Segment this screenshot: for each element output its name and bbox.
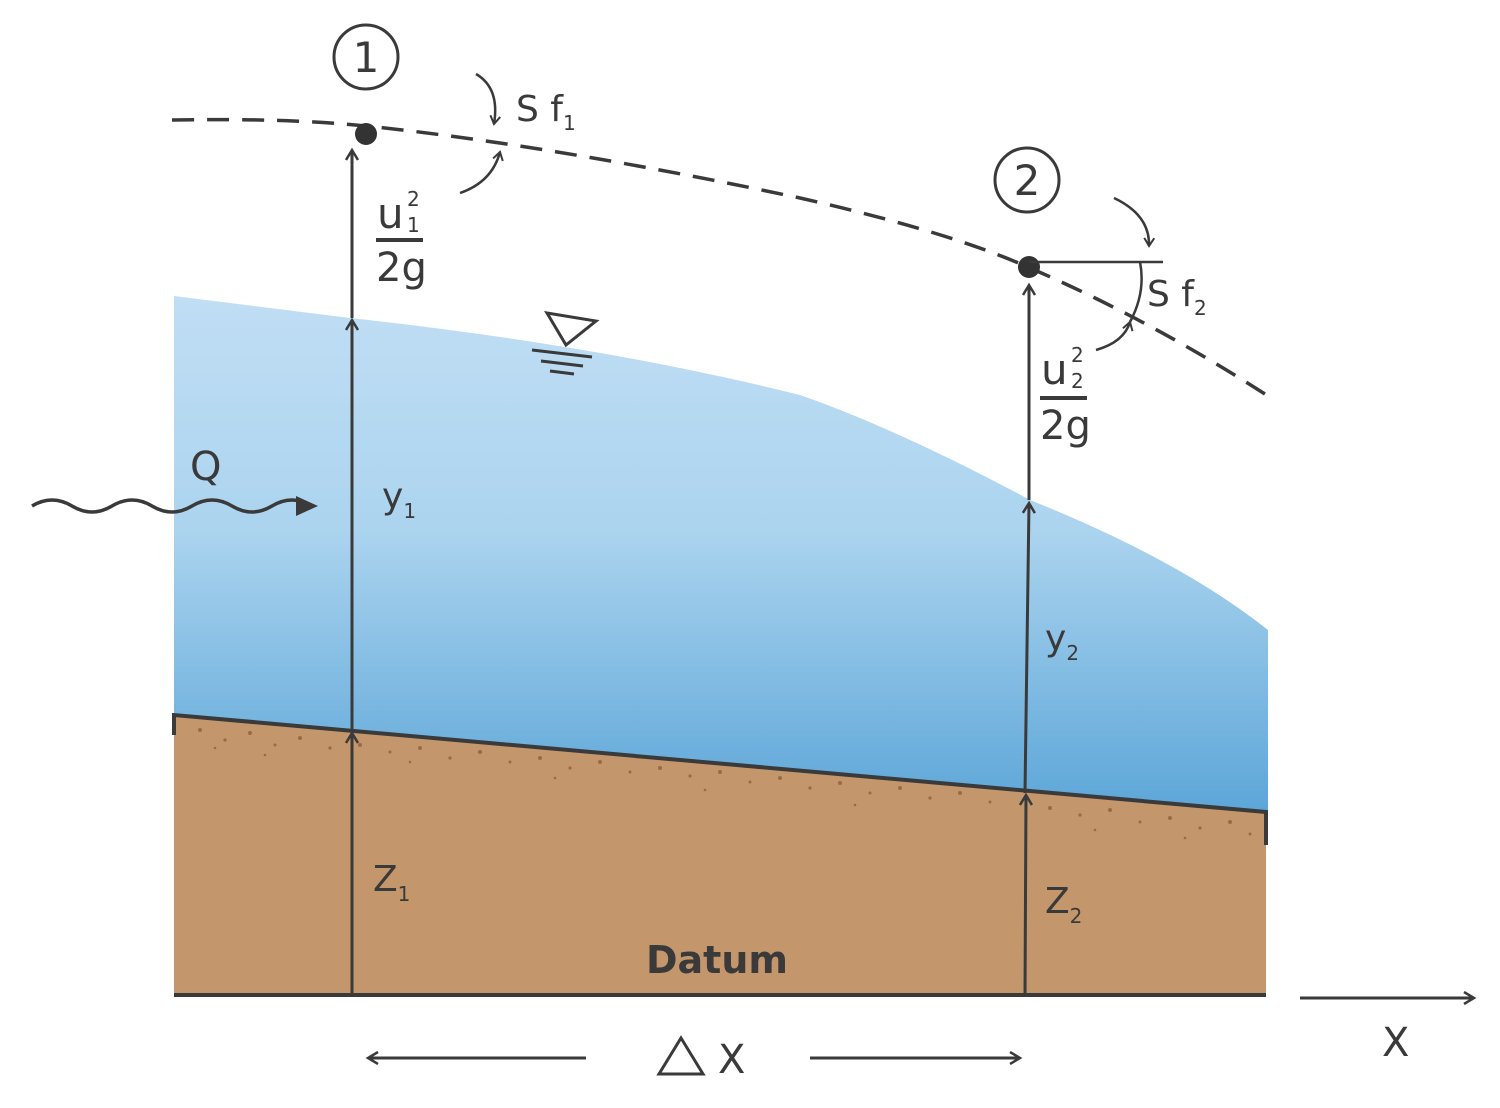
soil-bed xyxy=(174,715,1266,995)
velocity-head-1-sub: 1 xyxy=(407,213,420,237)
sf2-curved-arrow-top xyxy=(1113,196,1156,248)
sf1-curved-arrow-top xyxy=(475,72,501,126)
energy-point-2 xyxy=(1018,256,1040,278)
velocity-head-2-sub: 2 xyxy=(1071,369,1084,393)
sf1-label: S f1 xyxy=(516,89,576,135)
energy-point-1 xyxy=(355,123,377,145)
section-2-circle xyxy=(993,146,1061,214)
delta-x-label: X xyxy=(718,1037,745,1083)
sf1-curved-arrow-bottom xyxy=(459,150,504,195)
velocity-head-1-numerator: u xyxy=(377,189,404,238)
z1-label: Z1 xyxy=(373,859,410,906)
sf2-curved-arrow-bottom xyxy=(1095,320,1134,352)
y2-arrow xyxy=(1025,503,1029,794)
water-surface-symbol xyxy=(531,311,600,376)
velocity-head-1-denominator: 2g xyxy=(376,245,427,291)
flow-label: Q xyxy=(190,444,221,490)
channel-bed-line xyxy=(172,712,1268,845)
flow-arrowhead xyxy=(296,496,318,516)
y2-label: y2 xyxy=(1045,618,1079,665)
section-2-number: 2 xyxy=(1014,156,1041,205)
flow-wavy-arrow xyxy=(31,498,313,514)
y1-label: y1 xyxy=(382,476,416,523)
sf2-arc xyxy=(1128,261,1143,323)
energy-grade-line xyxy=(171,117,1269,398)
soil-texture xyxy=(198,728,1252,840)
delta-symbol xyxy=(656,1035,706,1076)
velocity-head-1-sup: 2 xyxy=(407,187,420,211)
x-axis-label: X xyxy=(1382,1020,1409,1066)
section-1-circle xyxy=(332,23,400,91)
z2-label: Z2 xyxy=(1045,881,1082,928)
sf2-label: S f2 xyxy=(1147,274,1207,320)
section-1-number: 1 xyxy=(353,33,380,82)
z2-arrow xyxy=(1025,795,1026,996)
velocity-head-2-sup: 2 xyxy=(1071,343,1084,367)
velocity-head-2-numerator: u xyxy=(1041,345,1068,394)
velocity-head-2-denominator: 2g xyxy=(1040,403,1091,449)
water-body xyxy=(174,296,1268,812)
datum-label: Datum xyxy=(646,938,788,982)
